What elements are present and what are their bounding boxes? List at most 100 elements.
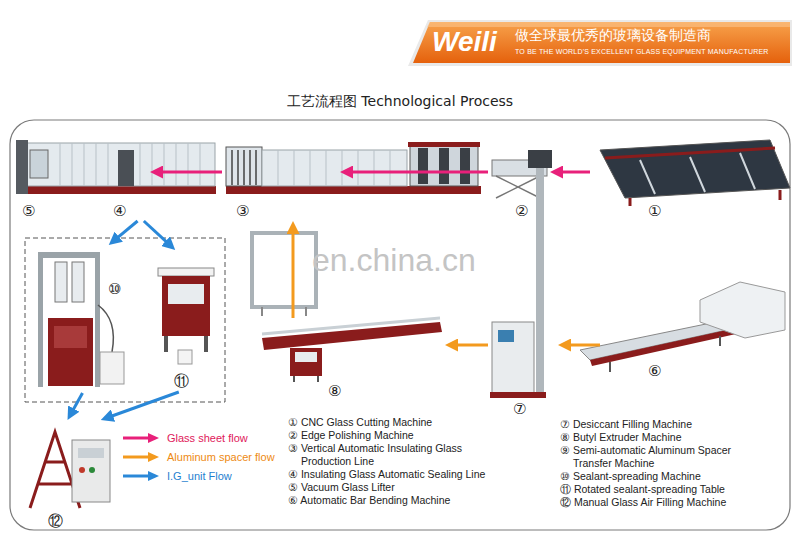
callout-number: ⑧: [328, 383, 341, 400]
sealant-machine: [38, 252, 124, 387]
sealing-line: [118, 150, 134, 186]
flow-arrow: [564, 344, 600, 347]
dashed-group: [25, 238, 225, 402]
insulating-line: [278, 150, 390, 186]
butyl-extruder: [294, 376, 318, 382]
sealing-line: [60, 143, 200, 186]
insulating-line: [262, 150, 407, 186]
machine-area: ①: [590, 135, 788, 221]
header-banner: [413, 22, 790, 63]
sealant-machine: [95, 252, 100, 387]
insulating-line: [226, 147, 262, 186]
legend-entry: I.G_unit Flow: [122, 468, 232, 484]
callout-number: ⑪: [174, 373, 189, 390]
gas-filling-rack: [78, 448, 104, 458]
machine-list-item: ③ Vertical Automatic Insulating Glass Pr…: [288, 442, 513, 468]
sealing-line: [30, 150, 48, 178]
connectors: [70, 172, 600, 418]
callout-number: ①: [648, 203, 661, 220]
machine-list-item: ⑤ Vacuum Glass Lifter: [288, 481, 395, 494]
legend-arrow: [123, 437, 150, 440]
machine-area: ⑩: [30, 245, 135, 393]
machine-area: ⑫: [20, 420, 115, 528]
header-banner: [408, 20, 792, 66]
sealing-line: [16, 186, 216, 194]
desiccant-machine: [536, 150, 544, 395]
desiccant-machine: [492, 322, 534, 394]
machine-area: ⑤: [14, 135, 84, 221]
insulating-line: [410, 146, 478, 186]
legend-label: I.G_unit Flow: [167, 469, 232, 483]
sealant-machine: [38, 252, 100, 258]
rotating-table: [178, 350, 192, 364]
sealant-machine: [72, 262, 84, 302]
machine-list-item: ⑥ Automatic Bar Bending Machine: [288, 494, 450, 507]
callout-number: ③: [236, 203, 249, 220]
machine-list-item: ⑩ Sealant-spreading Machine: [560, 470, 701, 483]
cutting-table: [600, 140, 790, 198]
process-frame: [10, 120, 790, 530]
flow-arrow: [156, 171, 222, 174]
sealant-machine: [38, 252, 43, 387]
slogan: 做全球最优秀的玻璃设备制造商: [515, 27, 711, 44]
watermark: en.china.cn: [312, 242, 476, 278]
machine-list-item: ⑦ Desiccant Filling Machine: [560, 418, 692, 431]
rotating-table: [168, 284, 204, 304]
bending-machine: [700, 282, 785, 338]
legend-arrow: [148, 433, 159, 443]
cutting-table: [640, 153, 755, 194]
machine-list-item: ② Edge Polishing Machine: [288, 429, 414, 442]
insulating-line: [226, 186, 481, 194]
butyl-extruder: [262, 318, 442, 382]
desiccant-machine: [490, 150, 552, 398]
slogan: TO BE THE WORLD'S EXCELLENT GLASS EQUIPM…: [515, 47, 769, 56]
callout-number: ⑥: [648, 363, 661, 380]
callout-number: ④: [113, 203, 126, 220]
rotating-table: [204, 336, 208, 352]
flow-arrow: [346, 171, 488, 174]
process-frame: [10, 120, 790, 530]
legend-label: Aluminum spacer flow: [167, 450, 275, 464]
desiccant-machine: [528, 150, 552, 168]
machine-area: ⑧: [255, 318, 445, 402]
machine-list-item: ⑨ Semi-automatic Aluminum Spacer Transfe…: [560, 444, 763, 470]
sealing-line: [16, 140, 28, 194]
spacer-frame: [252, 233, 316, 307]
gas-filling-rack: [72, 440, 110, 502]
rotating-table: [158, 268, 214, 364]
sealant-machine: [55, 262, 67, 302]
machine-list-item: ⑫ Manual Glass Air Filling Machine: [560, 496, 726, 509]
machine-list-item: ① CNC Glass Cutting Machine: [288, 416, 432, 429]
machine-area: ⑪: [150, 250, 222, 392]
spacer-frame: [252, 233, 316, 316]
sealant-machine: [54, 326, 87, 348]
flow-arrow: [451, 344, 488, 347]
flow-arrow: [70, 393, 82, 415]
gas-filling-rack: [89, 467, 95, 473]
rotating-table: [162, 276, 210, 336]
machine-area: ②: [488, 140, 550, 221]
butyl-extruder: [262, 318, 440, 334]
callout-number: ②: [515, 203, 528, 220]
cutting-table: [600, 140, 790, 206]
bending-machine: [610, 336, 720, 372]
flow-arrow: [144, 221, 171, 246]
spacer-frame: [262, 307, 306, 316]
bending-machine: [590, 326, 745, 366]
insulating-line: [408, 142, 480, 147]
machine-list-item: ⑪ Rotated sealant-spreading Table: [560, 483, 725, 496]
desiccant-machine: [498, 330, 514, 342]
desiccant-machine: [490, 392, 546, 398]
machine-list-item: ⑧ Butyl Extruder Machine: [560, 431, 681, 444]
cutting-table: [605, 148, 775, 158]
sealing-line: [16, 140, 216, 194]
flow-arrow: [292, 227, 295, 318]
legend-arrow: [123, 475, 150, 478]
legend-arrow: [123, 456, 150, 459]
callout-number: ⑤: [22, 203, 35, 220]
edge-polishing-machine: [496, 176, 540, 198]
brand-logo: Weili: [432, 26, 497, 58]
rotating-table: [158, 268, 214, 276]
legend-sample: [122, 470, 160, 482]
insulating-line: [439, 148, 449, 184]
